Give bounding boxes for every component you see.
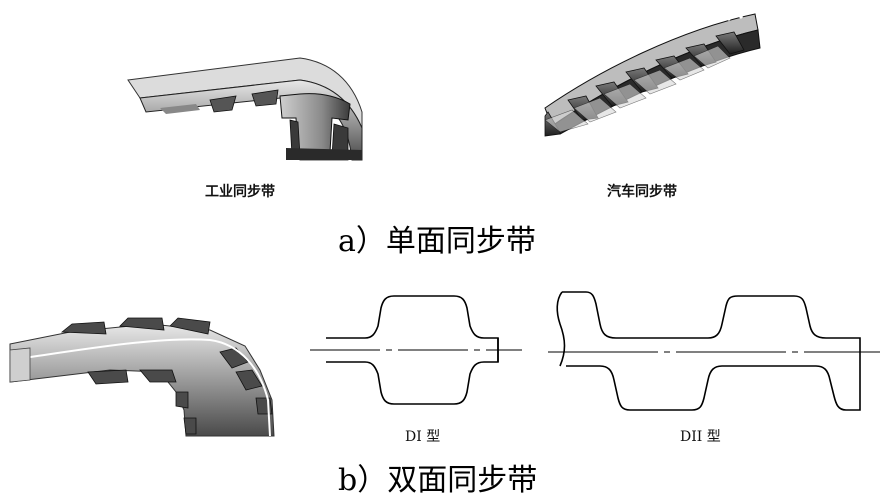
industrial-belt-label: 工业同步带 <box>205 184 275 200</box>
dii-profile <box>556 291 861 411</box>
double-sided-caption: b）双面同步带 <box>338 463 538 498</box>
dii-type-label: DII 型 <box>680 429 721 445</box>
automotive-belt-label: 汽车同步带 <box>607 184 677 200</box>
di-type-label: DI 型 <box>405 429 441 445</box>
single-sided-caption: a）单面同步带 <box>338 224 536 259</box>
automotive-belt-illustration <box>544 10 761 137</box>
industrial-belt-illustration <box>127 57 363 161</box>
double-sided-belt-illustration <box>9 317 275 437</box>
